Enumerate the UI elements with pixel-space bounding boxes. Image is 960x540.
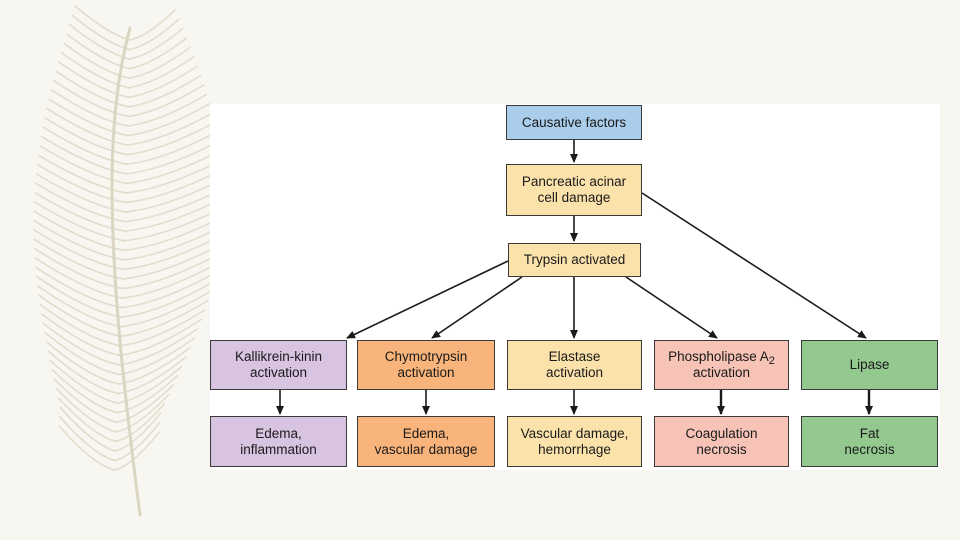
- phospholipase-tail: activation: [692, 365, 751, 380]
- acinar-damage-label: Pancreatic acinar cell damage: [521, 174, 627, 205]
- trypsin-activated-box: Trypsin activated: [508, 243, 641, 277]
- acinar-damage-box: Pancreatic acinar cell damage: [506, 164, 642, 216]
- chymotrypsin-box: Chymotrypsin activation: [357, 340, 495, 390]
- edema-inflammation-box: Edema, inflammation: [210, 416, 347, 467]
- edema-vascular-box: Edema, vascular damage: [357, 416, 495, 467]
- phospholipase-main: Phospholipase A: [668, 349, 769, 364]
- vascular-hemorrhage-box: Vascular damage, hemorrhage: [507, 416, 642, 467]
- elastase-box: Elastase activation: [507, 340, 642, 390]
- edema-vascular-label: Edema, vascular damage: [374, 425, 478, 457]
- fat-necrosis-label: Fat necrosis: [844, 425, 895, 457]
- phospholipase-label: Phospholipase A2 activation: [668, 349, 775, 381]
- trypsin-activated-label: Trypsin activated: [523, 252, 626, 267]
- vascular-hemorrhage-label: Vascular damage, hemorrhage: [520, 425, 629, 457]
- lipase-label: Lipase: [849, 357, 890, 372]
- causative-factors-label: Causative factors: [521, 114, 627, 130]
- coagulation-necrosis-label: Coagulation necrosis: [685, 425, 758, 457]
- kallikrein-kinin-box: Kallikrein-kinin activation: [210, 340, 347, 390]
- phospholipase-box: Phospholipase A2 activation: [654, 340, 789, 390]
- lipase-box: Lipase: [801, 340, 938, 390]
- elastase-label: Elastase activation: [545, 349, 604, 380]
- fat-necrosis-box: Fat necrosis: [801, 416, 938, 467]
- kallikrein-kinin-label: Kallikrein-kinin activation: [234, 349, 323, 380]
- coagulation-necrosis-box: Coagulation necrosis: [654, 416, 789, 467]
- phospholipase-subscript: 2: [768, 355, 775, 367]
- edema-inflammation-label: Edema, inflammation: [240, 425, 317, 457]
- chymotrypsin-label: Chymotrypsin activation: [384, 349, 468, 380]
- causative-factors-box: Causative factors: [506, 105, 642, 140]
